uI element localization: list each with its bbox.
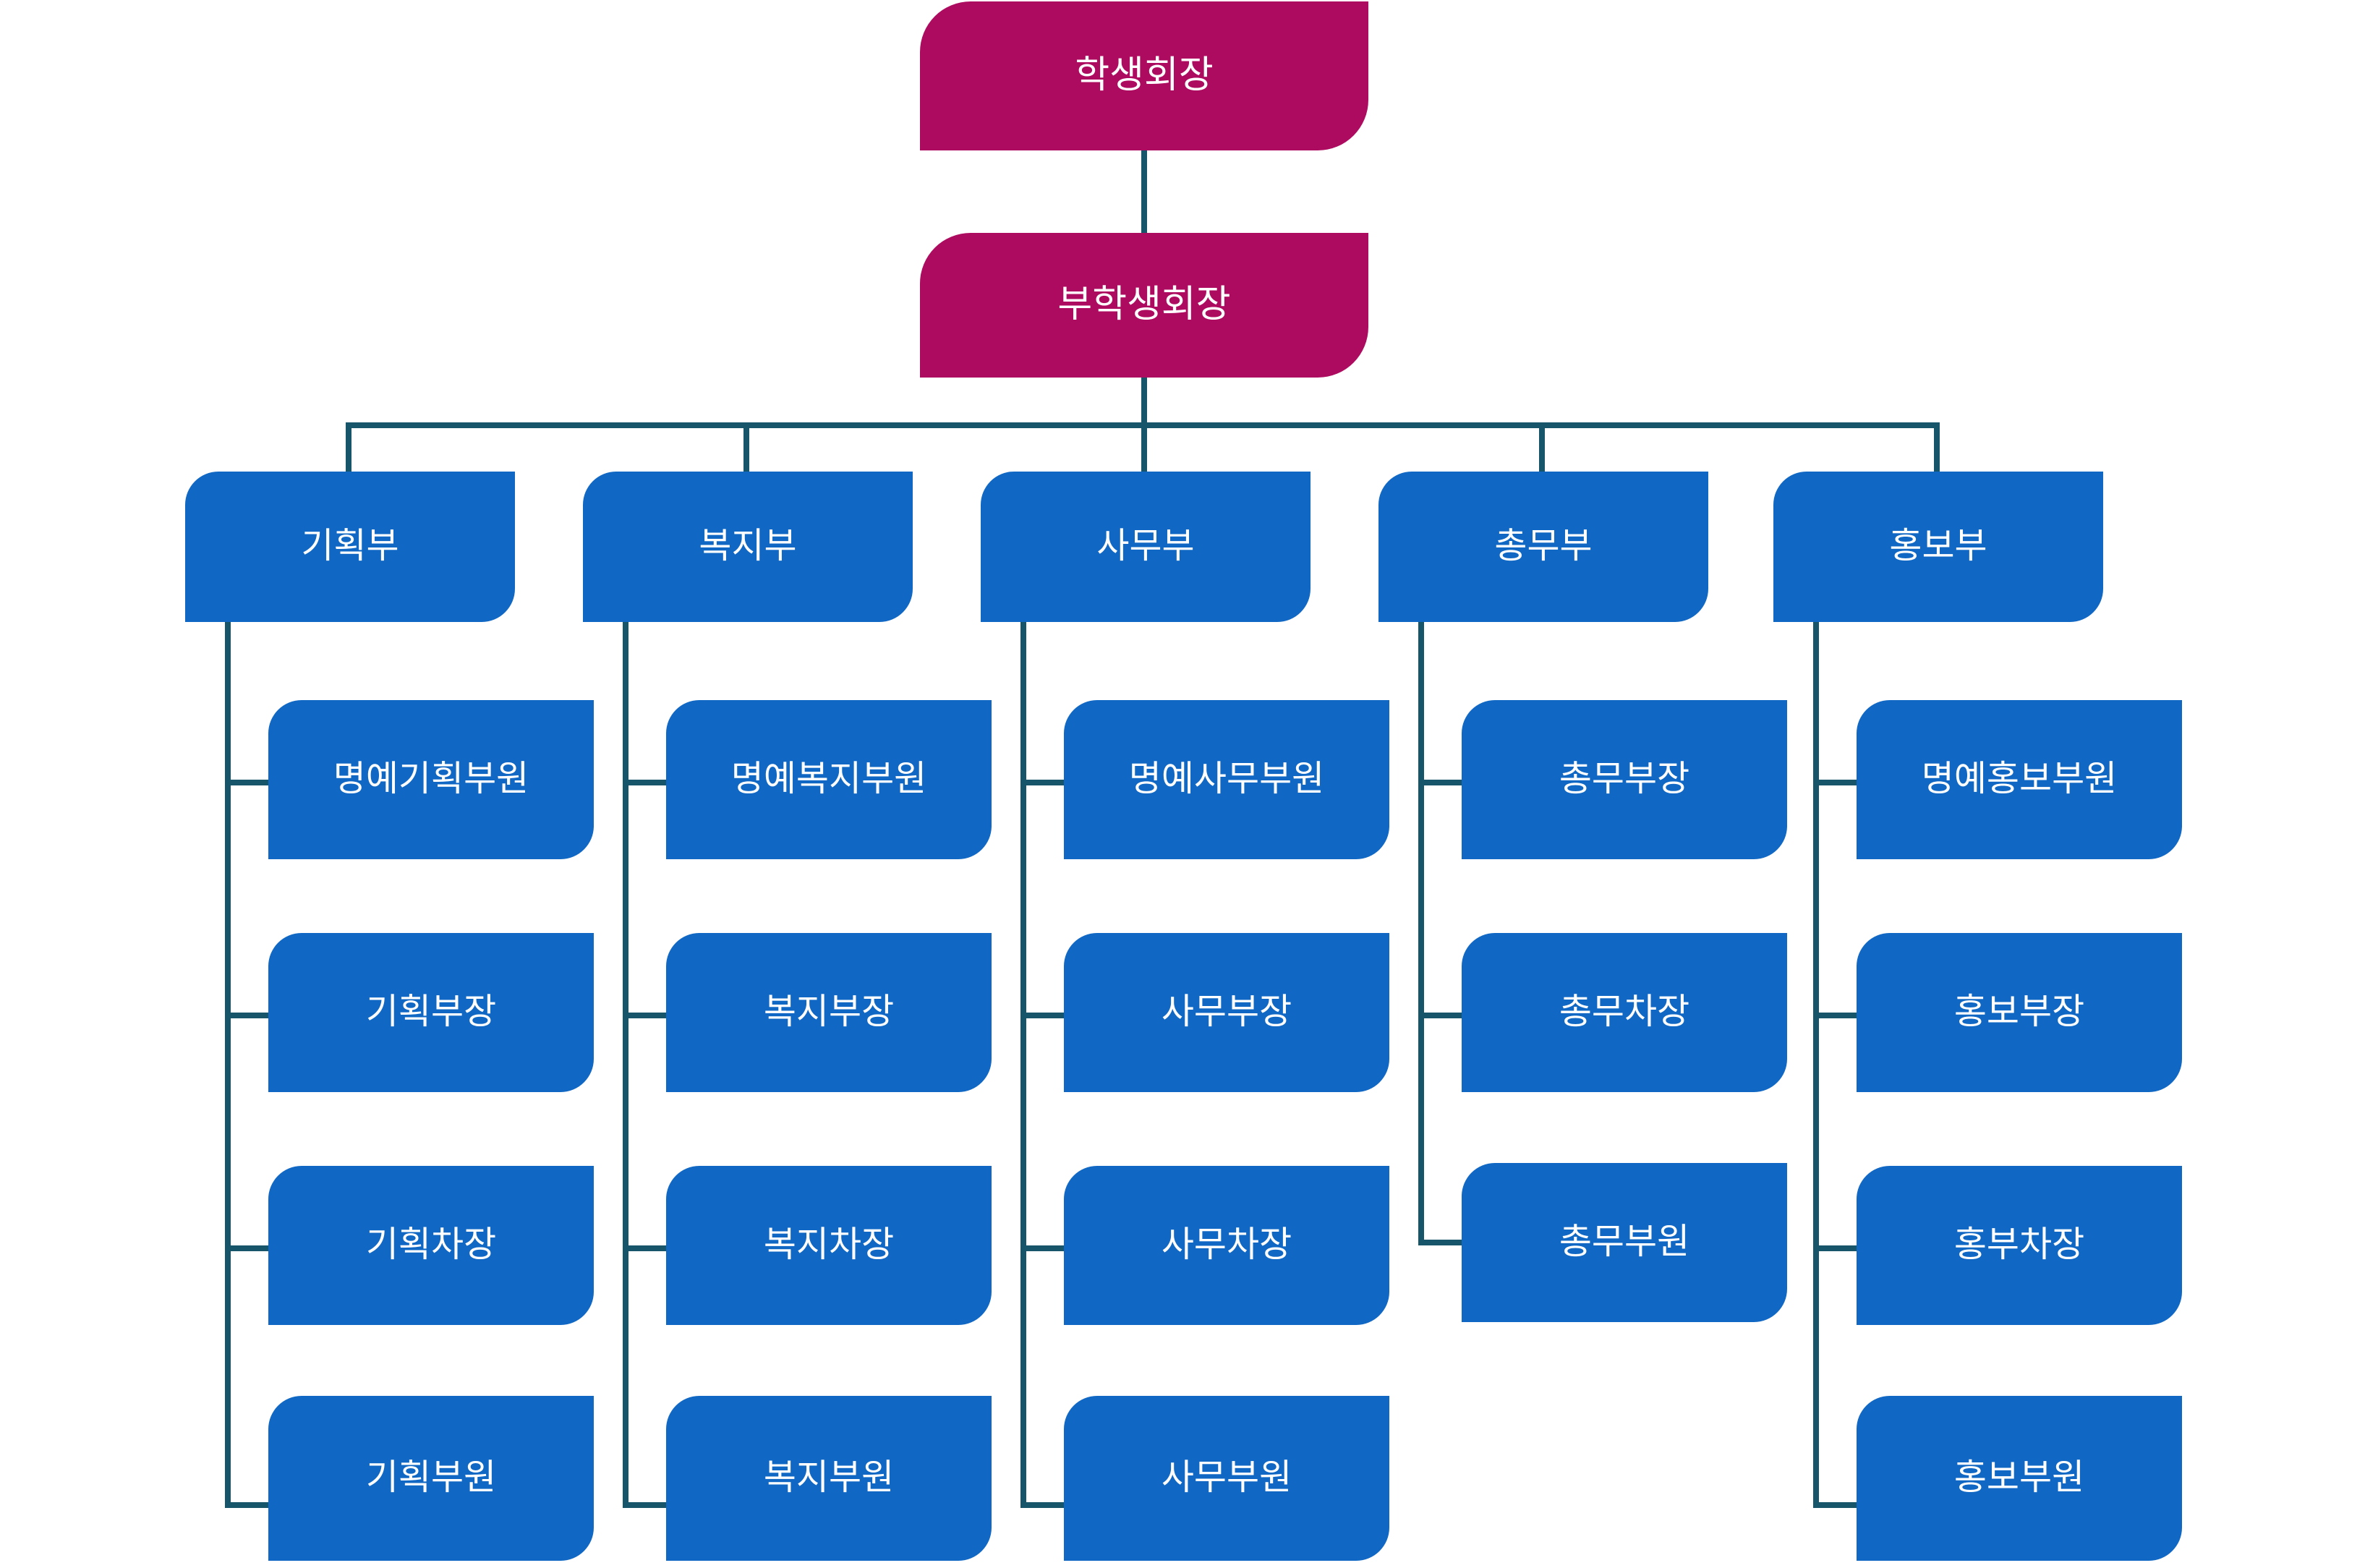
node-member-publicity-3-label: 홍부차장	[1953, 1225, 2085, 1265]
connector-spine-welfare	[623, 622, 628, 1508]
connector-spine-affairs	[1020, 622, 1026, 1508]
connector-stub-publicity-2	[1813, 1013, 1862, 1018]
node-member-planning-3-label: 기획차장	[365, 1225, 497, 1265]
node-department-general-label: 총무부	[1494, 527, 1593, 566]
connector-vice-to-bus	[1141, 378, 1147, 425]
node-member-general-1-label: 총무부장	[1559, 759, 1690, 799]
node-member-publicity-1-label: 명예홍보부원	[1921, 759, 2118, 799]
connector-stub-general-2	[1418, 1013, 1467, 1018]
connector-stub-planning-2	[225, 1013, 274, 1018]
connector-stub-general-1	[1418, 780, 1467, 785]
node-member-welfare-4-label: 복지부원	[763, 1458, 895, 1498]
node-vice-president[interactable]: 부학생회장	[920, 233, 1368, 378]
connector-drop-affairs	[1141, 422, 1147, 472]
node-member-general-3-label: 총무부원	[1559, 1222, 1690, 1262]
node-member-affairs-2[interactable]: 사무부장	[1064, 933, 1389, 1092]
node-member-general-2[interactable]: 총무차장	[1462, 933, 1787, 1092]
node-vice-president-label: 부학생회장	[1057, 284, 1231, 326]
node-department-planning-label: 기획부	[301, 527, 399, 566]
connector-drop-welfare	[743, 422, 749, 472]
node-member-affairs-1[interactable]: 명예사무부원	[1064, 700, 1389, 859]
node-member-welfare-3[interactable]: 복지차장	[666, 1166, 992, 1325]
node-member-welfare-3-label: 복지차장	[763, 1225, 895, 1265]
node-department-planning[interactable]: 기획부	[185, 472, 515, 622]
node-member-publicity-2[interactable]: 홍보부장	[1857, 933, 2182, 1092]
node-member-welfare-4[interactable]: 복지부원	[666, 1396, 992, 1561]
node-member-planning-2-label: 기획부장	[365, 992, 497, 1032]
node-department-publicity-label: 홍보부	[1889, 527, 1987, 566]
connector-spine-general	[1418, 622, 1424, 1245]
node-member-planning-1-label: 명예기획부원	[333, 759, 529, 799]
connector-stub-publicity-1	[1813, 780, 1862, 785]
connector-stub-general-3	[1418, 1240, 1467, 1245]
connector-stub-affairs-2	[1020, 1013, 1070, 1018]
node-member-planning-3[interactable]: 기획차장	[268, 1166, 594, 1325]
node-member-affairs-1-label: 명예사무부원	[1128, 759, 1325, 799]
node-department-publicity[interactable]: 홍보부	[1773, 472, 2103, 622]
connector-stub-welfare-3	[623, 1245, 672, 1251]
node-member-affairs-3[interactable]: 사무차장	[1064, 1166, 1389, 1325]
node-member-affairs-4-label: 사무부원	[1161, 1458, 1292, 1498]
node-member-planning-1[interactable]: 명예기획부원	[268, 700, 594, 859]
node-member-publicity-1[interactable]: 명예홍보부원	[1857, 700, 2182, 859]
node-member-welfare-2-label: 복지부장	[763, 992, 895, 1032]
node-member-publicity-4-label: 홍보부원	[1953, 1458, 2085, 1498]
connector-stub-affairs-4	[1020, 1502, 1070, 1508]
node-department-general[interactable]: 총무부	[1378, 472, 1708, 622]
node-member-planning-2[interactable]: 기획부장	[268, 933, 594, 1092]
node-member-affairs-3-label: 사무차장	[1161, 1225, 1292, 1265]
node-department-affairs-label: 사무부	[1096, 527, 1195, 566]
connector-president-to-vice	[1141, 150, 1147, 234]
node-member-planning-4[interactable]: 기획부원	[268, 1396, 594, 1561]
node-president[interactable]: 학생회장	[920, 1, 1368, 150]
node-member-welfare-1-label: 명예복지부원	[730, 759, 927, 799]
node-member-welfare-1[interactable]: 명예복지부원	[666, 700, 992, 859]
node-member-publicity-3[interactable]: 홍부차장	[1857, 1166, 2182, 1325]
node-department-affairs[interactable]: 사무부	[981, 472, 1311, 622]
node-member-planning-4-label: 기획부원	[365, 1458, 497, 1498]
connector-drop-publicity	[1934, 422, 1940, 472]
node-member-general-2-label: 총무차장	[1559, 992, 1690, 1032]
connector-drop-general	[1539, 422, 1545, 472]
node-member-welfare-2[interactable]: 복지부장	[666, 933, 992, 1092]
connector-stub-planning-1	[225, 780, 274, 785]
node-member-general-3[interactable]: 총무부원	[1462, 1163, 1787, 1322]
connector-stub-publicity-3	[1813, 1245, 1862, 1251]
connector-stub-affairs-1	[1020, 780, 1070, 785]
connector-spine-publicity	[1813, 622, 1819, 1508]
connector-stub-welfare-2	[623, 1013, 672, 1018]
node-member-publicity-2-label: 홍보부장	[1953, 992, 2085, 1032]
connector-stub-affairs-3	[1020, 1245, 1070, 1251]
node-member-general-1[interactable]: 총무부장	[1462, 700, 1787, 859]
node-department-welfare-label: 복지부	[699, 527, 797, 566]
connector-stub-publicity-4	[1813, 1502, 1862, 1508]
connector-drop-planning	[346, 422, 351, 472]
connector-stub-planning-3	[225, 1245, 274, 1251]
connector-stub-welfare-4	[623, 1502, 672, 1508]
connector-spine-planning	[225, 622, 231, 1508]
node-member-affairs-4[interactable]: 사무부원	[1064, 1396, 1389, 1561]
node-department-welfare[interactable]: 복지부	[583, 472, 913, 622]
connector-stub-welfare-1	[623, 780, 672, 785]
node-president-label: 학생회장	[1075, 54, 1214, 97]
connector-stub-planning-4	[225, 1502, 274, 1508]
node-member-publicity-4[interactable]: 홍보부원	[1857, 1396, 2182, 1561]
node-member-affairs-2-label: 사무부장	[1161, 992, 1292, 1032]
